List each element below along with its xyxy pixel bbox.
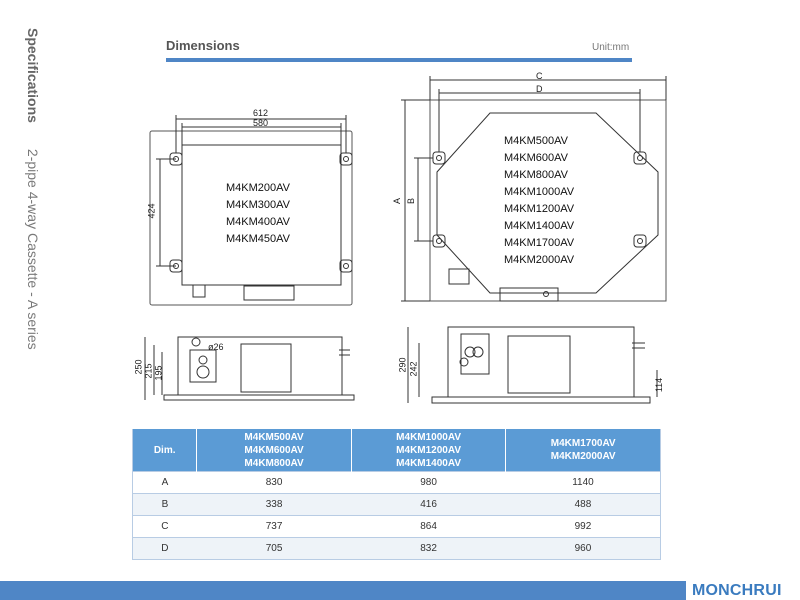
model-label: M4KM600AV bbox=[504, 152, 568, 164]
table-cell: B bbox=[132, 493, 197, 516]
table-row: A 830 980 1140 bbox=[132, 471, 661, 494]
table-cell: 488 bbox=[505, 493, 661, 516]
brand-logo: MONCHRUI bbox=[692, 582, 782, 599]
table-cell: D bbox=[132, 537, 197, 560]
dim-290: 290 bbox=[397, 357, 408, 373]
pipe-diameter: ø26 bbox=[208, 342, 224, 352]
unit-label: Unit:mm bbox=[592, 42, 630, 53]
table-cell: 416 bbox=[351, 493, 506, 516]
small-unit-top-view bbox=[149, 115, 353, 306]
table-cell: 832 bbox=[351, 537, 506, 560]
model-label: M4KM500AV bbox=[504, 135, 568, 147]
table-cell: 980 bbox=[351, 471, 506, 494]
table-cell: C bbox=[132, 515, 197, 538]
footer-bar bbox=[0, 581, 686, 600]
large-unit-models: M4KM500AV M4KM600AV M4KM800AV M4KM1000AV… bbox=[504, 133, 574, 269]
dim-114: 114 bbox=[654, 377, 665, 393]
dim-195: 195 bbox=[153, 365, 164, 381]
model-label: M4KM1200AV bbox=[504, 203, 575, 215]
table-row: D 705 832 960 bbox=[132, 537, 661, 560]
large-unit-side-view bbox=[407, 326, 658, 404]
dim-215: 215 bbox=[143, 363, 154, 379]
table-cell: A bbox=[132, 471, 197, 494]
page-title: Dimensions bbox=[166, 38, 240, 53]
dim-a: A bbox=[392, 197, 403, 205]
title-underline bbox=[166, 58, 632, 62]
dim-612: 612 bbox=[253, 108, 269, 118]
dim-250: 250 bbox=[133, 359, 144, 375]
table-cell: 960 bbox=[505, 537, 661, 560]
table-row: C 737 864 992 bbox=[132, 515, 661, 538]
model-label: M4KM450AV bbox=[226, 233, 290, 245]
model-label: M4KM800AV bbox=[504, 169, 568, 181]
model-label: M4KM1700AV bbox=[504, 237, 575, 249]
dim-d: D bbox=[536, 84, 543, 94]
model-label: M4KM1400AV bbox=[504, 220, 575, 232]
table-cell: 1140 bbox=[505, 471, 661, 494]
table-row: B 338 416 488 bbox=[132, 493, 661, 516]
large-unit-top-view bbox=[401, 76, 667, 302]
dim-424: 424 bbox=[146, 203, 157, 219]
dim-242: 242 bbox=[408, 361, 419, 377]
table-cell: 864 bbox=[351, 515, 506, 538]
table-cell: 705 bbox=[196, 537, 352, 560]
model-label: M4KM300AV bbox=[226, 199, 290, 211]
dim-b: B bbox=[406, 197, 417, 205]
model-label: M4KM200AV bbox=[226, 182, 290, 194]
table-cell: 992 bbox=[505, 515, 661, 538]
model-label: M4KM1000AV bbox=[504, 186, 575, 198]
dim-580: 580 bbox=[253, 118, 269, 128]
table-header: Dim. bbox=[132, 429, 198, 472]
model-label: M4KM400AV bbox=[226, 216, 290, 228]
table-cell: 338 bbox=[196, 493, 352, 516]
model-label: M4KM2000AV bbox=[504, 254, 575, 266]
dim-c: C bbox=[536, 71, 543, 81]
small-unit-models: M4KM200AV M4KM300AV M4KM400AV M4KM450AV bbox=[226, 180, 290, 248]
small-unit-side-view bbox=[144, 336, 355, 401]
table-cell: 830 bbox=[196, 471, 352, 494]
table-cell: 737 bbox=[196, 515, 352, 538]
